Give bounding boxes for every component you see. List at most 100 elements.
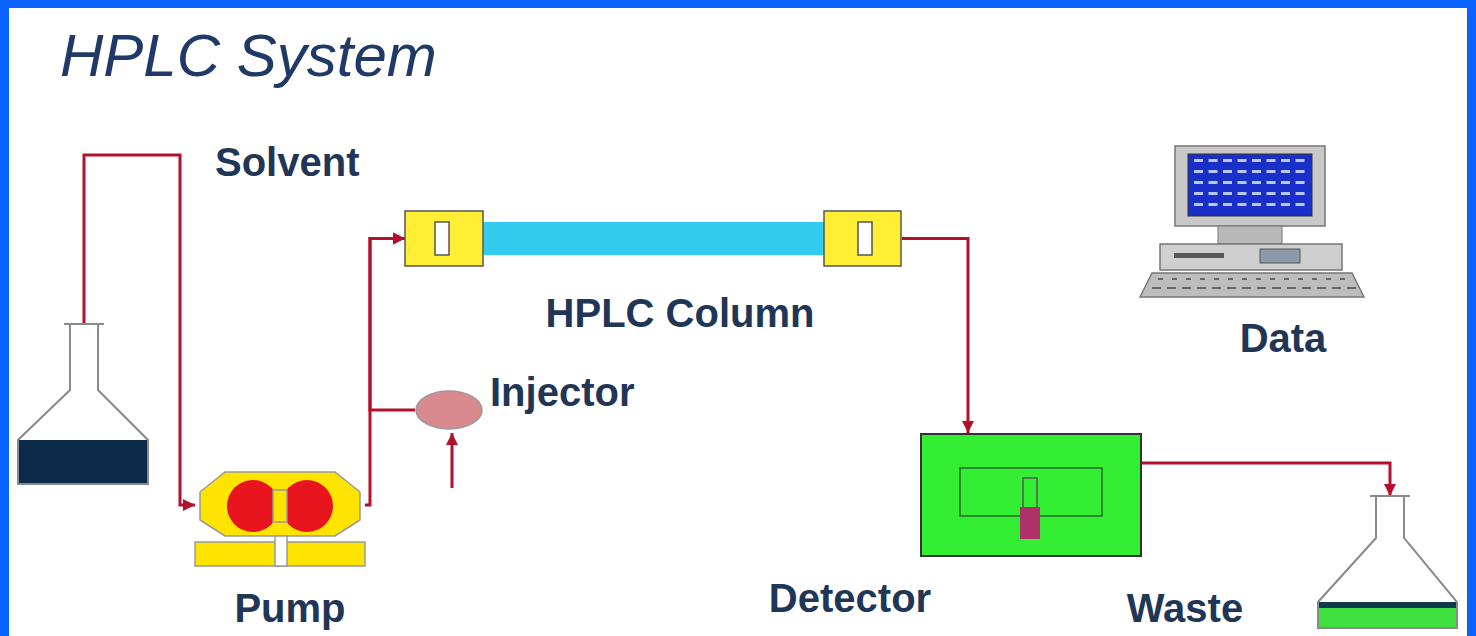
detector-shape <box>920 433 1142 557</box>
screen-row <box>1194 192 1203 195</box>
pump-shape <box>195 470 365 566</box>
component-label: Detector <box>769 578 931 618</box>
key-row <box>1158 278 1163 280</box>
screen-row <box>1252 192 1261 195</box>
column-tube <box>483 222 824 255</box>
solvent-liquid <box>18 440 148 484</box>
key-row <box>1302 287 1311 289</box>
key-row <box>1272 287 1281 289</box>
pump: Pump <box>195 470 365 566</box>
diagram-title: HPLC System <box>60 26 437 86</box>
key-row <box>1317 287 1326 289</box>
drive-bay <box>1260 249 1300 263</box>
data-computer-shape <box>1140 145 1365 298</box>
screen-row <box>1209 192 1218 195</box>
key-row <box>1340 278 1345 280</box>
screen-row <box>1296 181 1305 184</box>
solvent-flask-shape <box>12 318 154 488</box>
key-row <box>1172 278 1177 280</box>
screen-row <box>1194 159 1203 162</box>
key-row <box>1212 287 1221 289</box>
frame-left <box>0 0 9 636</box>
flow-line <box>902 239 968 434</box>
injector-valve <box>416 391 482 429</box>
screen-row <box>1296 192 1305 195</box>
injector: Injector <box>415 390 483 430</box>
data-computer: Data <box>1140 145 1365 298</box>
key-row <box>1214 278 1219 280</box>
screen-row <box>1209 159 1218 162</box>
screen-row <box>1296 170 1305 173</box>
frame-right <box>1467 0 1476 636</box>
key-row <box>1152 287 1161 289</box>
screen-row <box>1238 159 1247 162</box>
sample-inlet-arrow <box>451 433 454 488</box>
hplc-column-shape <box>405 210 902 267</box>
key-row <box>1182 287 1191 289</box>
screen <box>1188 154 1312 216</box>
screen-row <box>1267 181 1276 184</box>
screen-row <box>1238 170 1247 173</box>
flask-outline <box>1318 496 1457 628</box>
screen-row <box>1281 159 1290 162</box>
fitting-frit <box>435 222 449 255</box>
pump-piston <box>281 480 333 532</box>
screen-row <box>1194 203 1203 206</box>
component-label: Solvent <box>215 142 359 182</box>
column-fitting <box>824 211 901 266</box>
screen-row <box>1194 181 1203 184</box>
pump-piston <box>227 480 279 532</box>
key-row <box>1167 287 1176 289</box>
screen-row <box>1252 181 1261 184</box>
drive-slot <box>1174 253 1224 258</box>
waste-liquid <box>1318 606 1457 628</box>
screen-row <box>1223 181 1232 184</box>
screen-row <box>1209 181 1218 184</box>
component-label: Waste <box>1127 588 1243 628</box>
solvent-flask: Solvent <box>12 318 154 488</box>
frame-top <box>0 0 1476 8</box>
screen-row <box>1223 159 1232 162</box>
screen-row <box>1252 170 1261 173</box>
screen-row <box>1267 159 1276 162</box>
key-row <box>1227 287 1236 289</box>
screen-row <box>1267 170 1276 173</box>
screen-row <box>1238 192 1247 195</box>
component-label: HPLC Column <box>546 293 815 333</box>
screen-row <box>1223 170 1232 173</box>
screen-row <box>1223 192 1232 195</box>
flask-rim <box>1370 495 1410 497</box>
key-row <box>1228 278 1233 280</box>
pump-shaft <box>275 536 287 566</box>
pump-head <box>200 472 360 536</box>
key-row <box>1197 287 1206 289</box>
screen-row <box>1281 192 1290 195</box>
keyboard <box>1140 273 1364 297</box>
system-unit <box>1160 244 1342 270</box>
key-row <box>1242 287 1251 289</box>
component-label: Injector <box>490 372 634 412</box>
key-row <box>1326 278 1331 280</box>
screen-row <box>1252 159 1261 162</box>
waste-flask-shape <box>1310 490 1465 632</box>
screen-row <box>1223 203 1232 206</box>
screen-row <box>1209 170 1218 173</box>
screen-row <box>1194 170 1203 173</box>
hplc-column: HPLC Column <box>405 210 902 267</box>
flask-rim <box>64 323 104 325</box>
key-row <box>1298 278 1303 280</box>
waste-flask: Waste <box>1310 490 1465 632</box>
injector-shape <box>415 390 483 430</box>
component-label: Pump <box>234 588 345 628</box>
screen-row <box>1296 203 1305 206</box>
component-label: Data <box>1240 318 1327 358</box>
monitor <box>1175 146 1325 226</box>
screen-row <box>1238 181 1247 184</box>
screen-row <box>1238 203 1247 206</box>
column-fitting <box>405 211 483 266</box>
detector: Detector <box>920 433 1142 557</box>
screen-row <box>1296 159 1305 162</box>
key-row <box>1186 278 1191 280</box>
fitting-frit <box>858 222 872 255</box>
